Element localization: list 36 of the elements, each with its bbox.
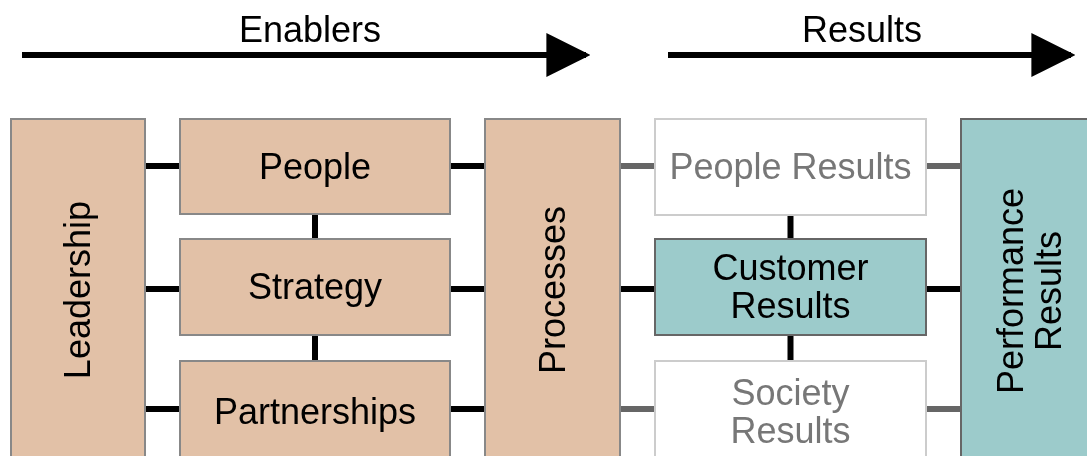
box-label: People: [258, 147, 372, 186]
box-label: Strategy: [247, 268, 383, 306]
box-label: Customer Results: [711, 249, 870, 325]
connector-line: [787, 336, 794, 360]
process-box: [179, 238, 451, 336]
connector-line: [621, 286, 654, 292]
connector-line: [927, 406, 960, 412]
process-box: [654, 360, 927, 456]
process-box: [654, 118, 927, 216]
connector-line: [621, 163, 654, 169]
vertical-box: [484, 118, 621, 456]
connector-line: [451, 286, 484, 292]
box-label: People Results: [669, 148, 912, 186]
connector-line: [146, 286, 179, 292]
connector-line: [621, 406, 654, 412]
section-label: Results: [802, 10, 923, 50]
connector-line: [927, 286, 960, 292]
box-label: Performance Results: [989, 186, 1070, 396]
connector-line: [146, 406, 179, 412]
connector-line: [787, 216, 794, 238]
vertical-box: [10, 118, 146, 456]
box-label: Partnerships: [213, 392, 417, 431]
connector-line: [312, 336, 318, 360]
connector-line: [312, 215, 318, 238]
process-box: [179, 360, 451, 456]
section-label: Enablers: [239, 10, 382, 50]
box-label: Processes: [530, 206, 574, 375]
process-box: [654, 238, 927, 336]
connector-line: [146, 163, 179, 169]
box-label: Leadership: [56, 201, 99, 380]
connector-line: [451, 163, 484, 169]
connector-line: [927, 163, 960, 169]
connector-line: [451, 406, 484, 412]
box-label: Society Results: [729, 373, 852, 450]
vertical-box: [960, 118, 1087, 456]
process-box: [179, 118, 451, 215]
